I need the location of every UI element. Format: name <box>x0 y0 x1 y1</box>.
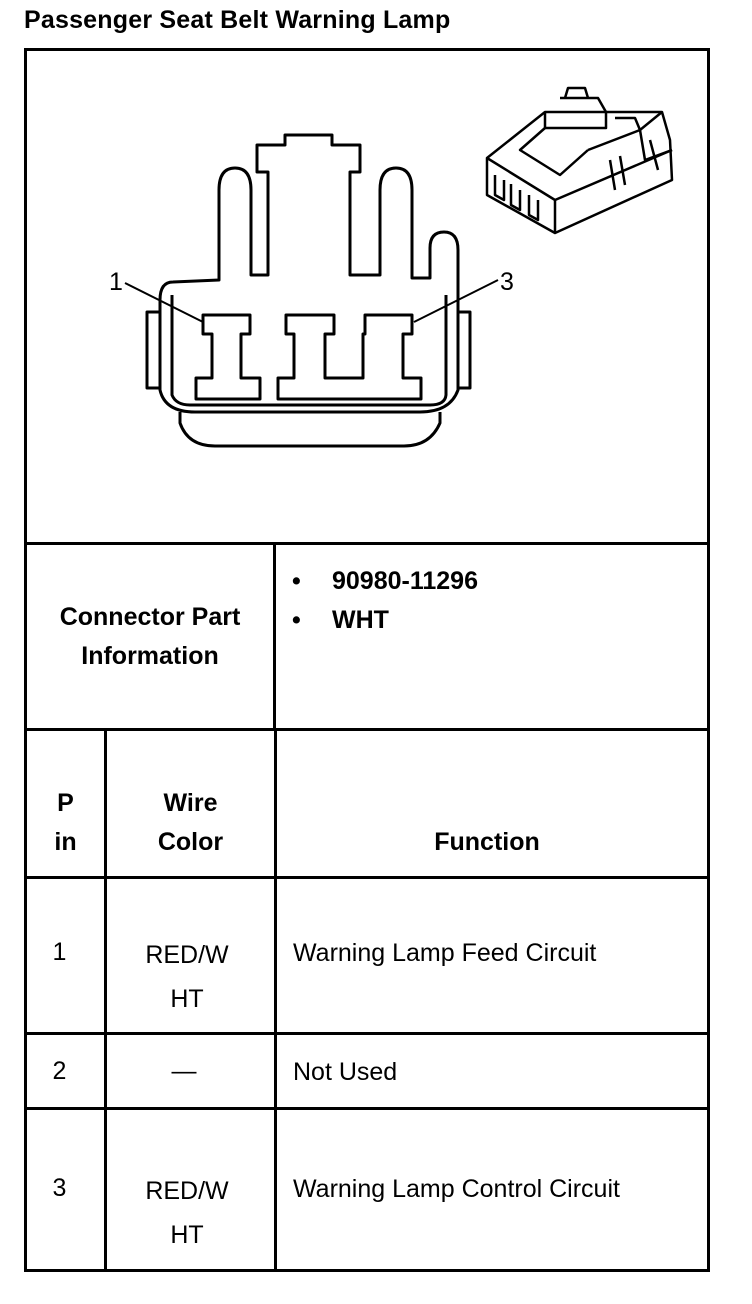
terminal-cavity-pin1 <box>194 313 262 401</box>
divider-row2-bottom <box>24 1107 710 1110</box>
header-wire-color: Wire Color <box>107 784 274 862</box>
wire-color-line2: HT <box>170 1221 204 1249</box>
table-row-3-pin: 3 <box>52 1174 67 1202</box>
page-title: Passenger Seat Belt Warning Lamp <box>24 6 451 34</box>
label-pin3: 3 <box>500 268 514 296</box>
table-row-1-pin: 1 <box>52 938 67 966</box>
header-pin-line2: in <box>54 828 77 856</box>
divider-connector-info-bottom <box>24 728 710 731</box>
connector-face-outline <box>158 133 460 414</box>
header-wire-line1: Wire <box>163 789 218 817</box>
header-wire-line2: Color <box>157 828 224 856</box>
bullet: • <box>292 567 301 595</box>
leader-line-pin3 <box>413 279 499 323</box>
list-item: • 90980-11296 <box>292 562 478 601</box>
table-row-1-function: Warning Lamp Feed Circuit <box>293 939 597 967</box>
wire-color-line2: HT <box>170 985 204 1013</box>
wire-color-line1: RED/W <box>145 941 229 969</box>
table-row-3-wire: RED/W HT <box>107 1169 267 1257</box>
left-side-clip <box>145 310 160 390</box>
table-row-1-wire: RED/W HT <box>107 933 267 1021</box>
connector-table-frame <box>24 48 710 1272</box>
connector-3d-thumbnail <box>485 86 674 235</box>
divider-diagram-bottom <box>24 542 710 545</box>
bullet: • <box>292 606 301 634</box>
divider-connector-info-split <box>273 543 276 730</box>
right-side-clip <box>458 310 472 390</box>
table-row-2-pin: 2 <box>52 1057 67 1085</box>
connector-color: WHT <box>332 606 389 634</box>
connector-info-list: • 90980-11296 • WHT <box>292 562 478 640</box>
table-row-2-function: Not Used <box>293 1058 398 1086</box>
list-item: • WHT <box>292 601 478 640</box>
wire-color-line1: RED/W <box>145 1177 229 1205</box>
connector-diagram: 1 3 <box>109 86 674 448</box>
connector-info-label-line2: Information <box>81 642 219 670</box>
table-row-3-function: Warning Lamp Control Circuit <box>293 1175 620 1203</box>
connector-info-label-line1: Connector Part <box>59 603 241 631</box>
connector-part-number: 90980-11296 <box>332 567 478 595</box>
header-pin-line1: P <box>57 789 74 817</box>
leader-line-pin1 <box>124 282 204 323</box>
divider-pin-col <box>104 730 107 1272</box>
inner-outline <box>170 295 448 407</box>
divider-header-bottom <box>24 876 710 879</box>
divider-row1-bottom <box>24 1032 710 1035</box>
connector-info-label: Connector Part Information <box>27 598 273 676</box>
table-row-2-wire: — <box>171 1057 197 1085</box>
bottom-lip <box>178 412 442 448</box>
terminal-cavity-pin2 <box>276 313 423 401</box>
label-pin1: 1 <box>109 268 123 296</box>
header-pin: P in <box>27 784 104 862</box>
header-function: Function <box>434 828 540 856</box>
divider-wire-col <box>274 730 277 1272</box>
